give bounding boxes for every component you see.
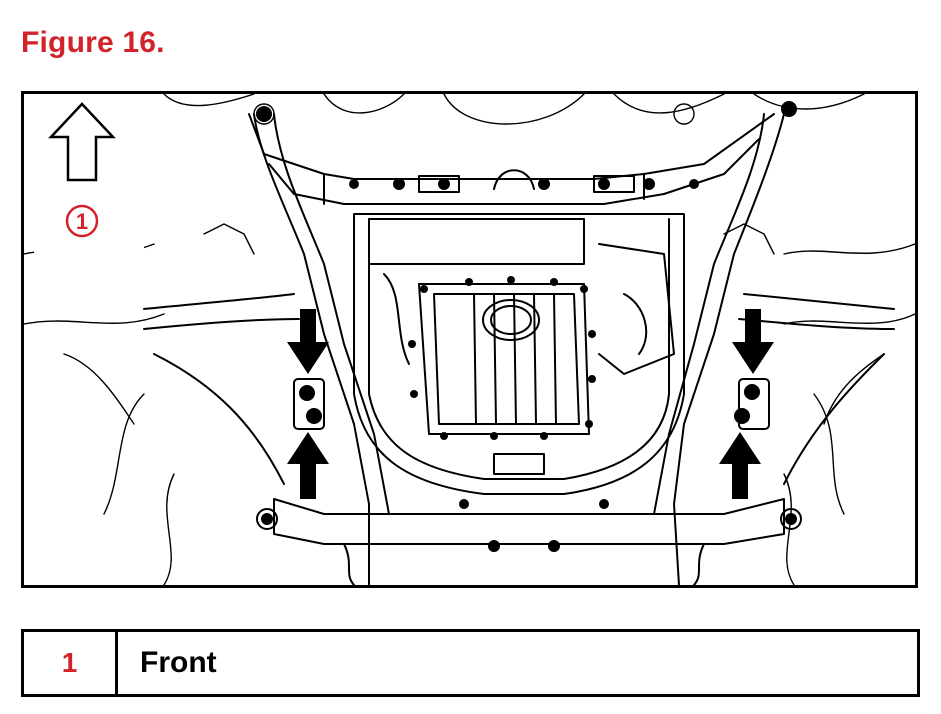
callout-number: 1	[76, 209, 88, 234]
arrow-down-right-icon	[732, 309, 774, 374]
callout-circle	[65, 204, 99, 238]
suspension-crossmember-drawing: 1	[24, 94, 915, 585]
arrow-up-right-icon	[719, 432, 761, 499]
upper-crossbeam	[248, 113, 775, 180]
right-mount-bolts	[734, 384, 760, 424]
arrow-up-outline-icon	[48, 102, 116, 182]
left-frame-rail	[253, 113, 370, 585]
arrow-up-left-icon	[287, 432, 329, 499]
left-mount-bolts	[299, 385, 322, 424]
right-frame-rail	[673, 113, 785, 585]
figure-title: Figure 16.	[21, 26, 165, 59]
legend-number: 1	[24, 632, 118, 694]
engine-clutter-lines	[24, 94, 915, 585]
oil-pan	[418, 283, 590, 435]
arrow-down-left-icon	[287, 309, 329, 374]
legend-table: 1 Front	[21, 629, 920, 697]
figure-illustration: 1	[21, 91, 918, 588]
lower-crossbeam	[273, 498, 785, 545]
legend-label: Front	[140, 646, 217, 679]
center-subframe	[353, 213, 685, 495]
